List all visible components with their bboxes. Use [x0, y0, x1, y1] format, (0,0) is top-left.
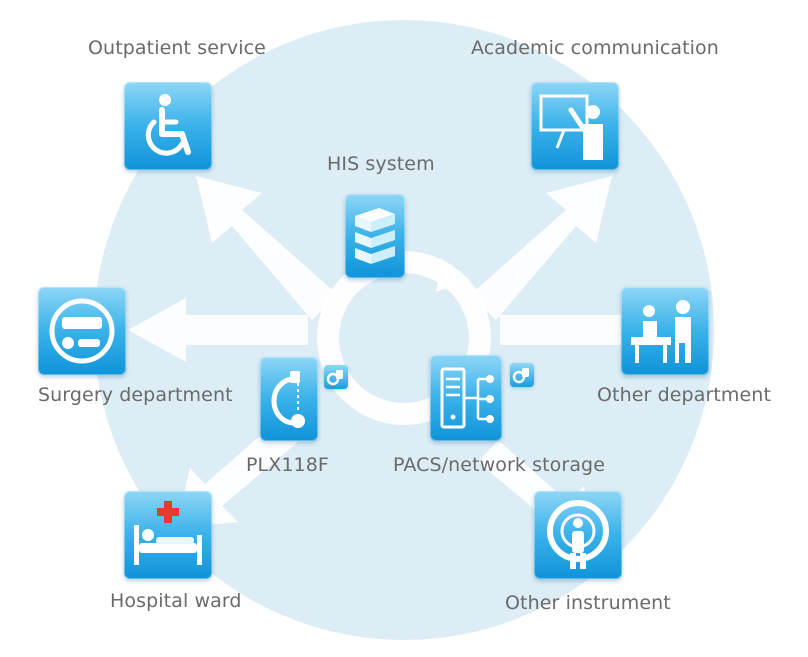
other-instrument-tile [534, 491, 622, 579]
arrow-outpatient [196, 176, 338, 320]
hospital-ward-label: Hospital ward [110, 590, 242, 612]
his-tile [345, 194, 405, 278]
arrow-surgery [128, 298, 308, 362]
pacs-tile [430, 355, 502, 441]
pacs-link-badge [510, 363, 534, 387]
other-department-tile [621, 287, 709, 375]
arrow-academic [470, 176, 612, 320]
surgery-label: Surgery department [38, 384, 233, 406]
his-label: HIS system [327, 153, 435, 175]
network-storage-icon [440, 367, 494, 429]
ring-arrowhead [436, 262, 470, 292]
mri-scanner-icon [547, 500, 609, 569]
link-icon [326, 370, 343, 386]
reception-desk-icon [631, 300, 691, 363]
teacher-board-icon [539, 94, 603, 160]
server-stack-icon [355, 208, 395, 264]
academic-tile [531, 82, 619, 170]
plx-label: PLX118F [246, 454, 329, 476]
background-circle [94, 20, 714, 640]
pacs-label: PACS/network storage [393, 454, 606, 476]
plx-tile [260, 357, 318, 441]
link-icon [512, 368, 529, 384]
outpatient-tile [124, 82, 212, 170]
hospital-bed-icon [134, 501, 202, 565]
wheelchair-icon [145, 94, 191, 156]
surgery-tile [38, 287, 126, 375]
outpatient-label: Outpatient service [88, 37, 266, 59]
plx-link-badge [324, 365, 348, 389]
hospital-ward-tile [124, 491, 212, 579]
academic-label: Academic communication [471, 37, 719, 59]
surgery-lamp-icon [49, 298, 115, 364]
other-department-label: Other department [597, 384, 771, 406]
c-arm-icon [271, 371, 305, 428]
other-instrument-label: Other instrument [505, 592, 671, 614]
